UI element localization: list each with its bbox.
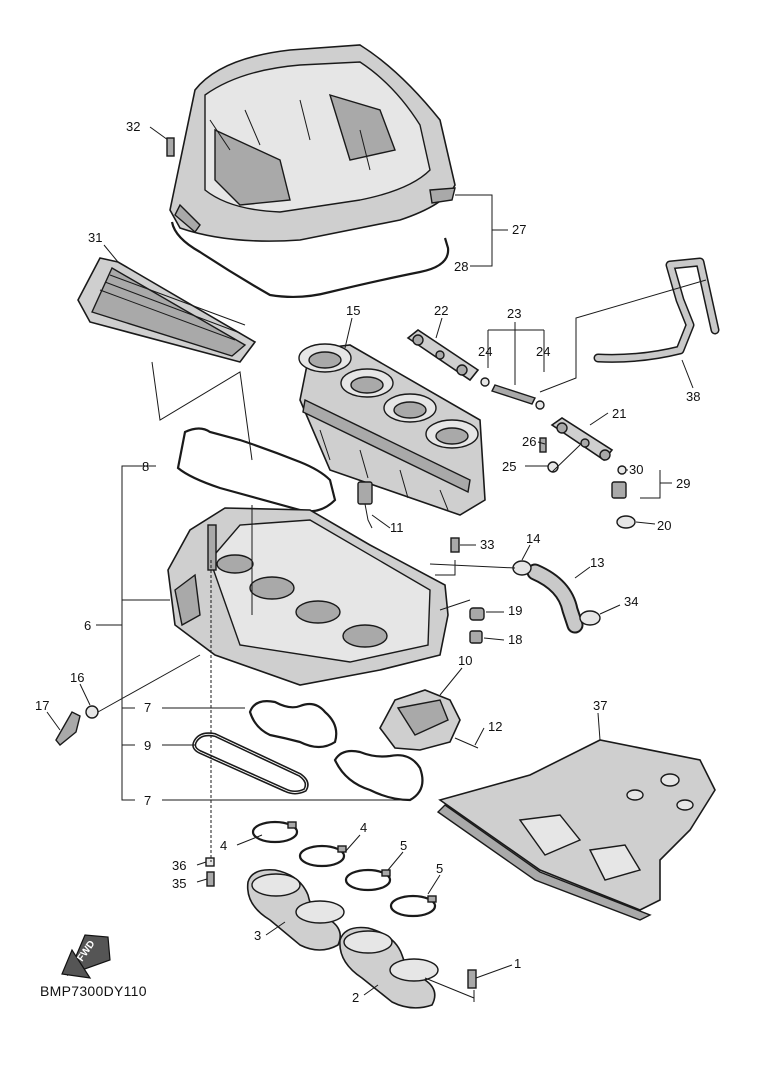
callout-5b: 5	[436, 861, 443, 876]
bolt-12	[454, 737, 479, 749]
callout-5a: 5	[400, 838, 407, 853]
callout-9: 9	[144, 738, 151, 753]
bracket-17	[55, 711, 81, 746]
callout-23: 23	[507, 306, 521, 321]
hose-clamp-14	[512, 560, 532, 576]
callout-18: 18	[508, 632, 522, 647]
bolt-1	[467, 969, 477, 989]
fuel-joint	[480, 377, 545, 410]
fuel-rail-upper	[406, 329, 480, 382]
callout-30: 30	[629, 462, 643, 477]
callout-35: 35	[172, 876, 186, 891]
grommet-16	[85, 705, 99, 719]
injector-29	[611, 481, 627, 499]
callout-32: 32	[126, 119, 140, 134]
screw-33	[450, 537, 460, 553]
callout-24b: 24	[536, 344, 550, 359]
callout-34: 34	[624, 594, 638, 609]
callout-24a: 24	[478, 344, 492, 359]
airbox-cover-gasket	[170, 221, 450, 299]
callout-27: 27	[512, 222, 526, 237]
seal-20	[616, 515, 636, 529]
callout-38: 38	[686, 389, 700, 404]
callout-labels: 32 27 28 31 15 22 23 24 24 21 26 25 30 2…	[35, 119, 700, 1005]
callout-13: 13	[590, 555, 604, 570]
throttle-body-gasket	[176, 427, 337, 513]
fuel-hose	[593, 257, 720, 363]
callout-6: 6	[84, 618, 91, 633]
airbox-top-cover	[169, 44, 456, 242]
callout-19: 19	[508, 603, 522, 618]
callout-10: 10	[458, 653, 472, 668]
callout-21: 21	[612, 406, 626, 421]
seal-9	[192, 732, 309, 795]
air-filter-element	[77, 257, 257, 363]
callout-7a: 7	[144, 700, 151, 715]
callout-12: 12	[488, 719, 502, 734]
callout-14: 14	[526, 531, 540, 546]
fuel-rail-lower	[550, 417, 614, 462]
clip-25	[547, 461, 559, 473]
callout-22: 22	[434, 303, 448, 318]
diagram-code: BMP7300DY110	[40, 983, 147, 999]
callout-37: 37	[593, 698, 607, 713]
collar-18	[469, 630, 483, 644]
washer-36	[205, 857, 215, 867]
callout-11: 11	[390, 520, 404, 535]
intake-gasket-lower	[333, 749, 424, 802]
throttle-sensor	[357, 481, 373, 529]
o-ring-30	[617, 465, 627, 475]
intake-gasket-upper	[248, 700, 338, 749]
forward-direction-arrow: FWD	[61, 934, 111, 979]
bolt-26	[539, 437, 547, 453]
callout-25: 25	[502, 459, 516, 474]
callout-8: 8	[142, 459, 149, 474]
callout-31: 31	[88, 230, 102, 245]
throttle-body-assembly	[298, 343, 486, 516]
callout-15: 15	[346, 303, 360, 318]
intake-joints	[246, 868, 439, 1009]
callout-20: 20	[657, 518, 671, 533]
callout-2: 2	[352, 990, 359, 1005]
airbox-case	[167, 507, 449, 686]
heat-shield	[436, 739, 716, 921]
callout-4a: 4	[220, 838, 227, 853]
bolt-35	[206, 871, 215, 887]
callout-1: 1	[514, 956, 521, 971]
callout-16: 16	[70, 670, 84, 685]
callout-26: 26	[522, 434, 536, 449]
callout-36: 36	[172, 858, 186, 873]
callout-33: 33	[480, 537, 494, 552]
callout-4b: 4	[360, 820, 367, 835]
callout-7b: 7	[144, 793, 151, 808]
hose-clamps	[251, 820, 437, 918]
callout-28: 28	[454, 259, 468, 274]
intake-duct-10	[379, 689, 461, 751]
leader-lines	[46, 126, 707, 1002]
callout-29: 29	[676, 476, 690, 491]
callout-3: 3	[254, 928, 261, 943]
hose-clamp-34	[579, 610, 601, 626]
callout-17: 17	[35, 698, 49, 713]
grommet-19	[469, 607, 485, 621]
